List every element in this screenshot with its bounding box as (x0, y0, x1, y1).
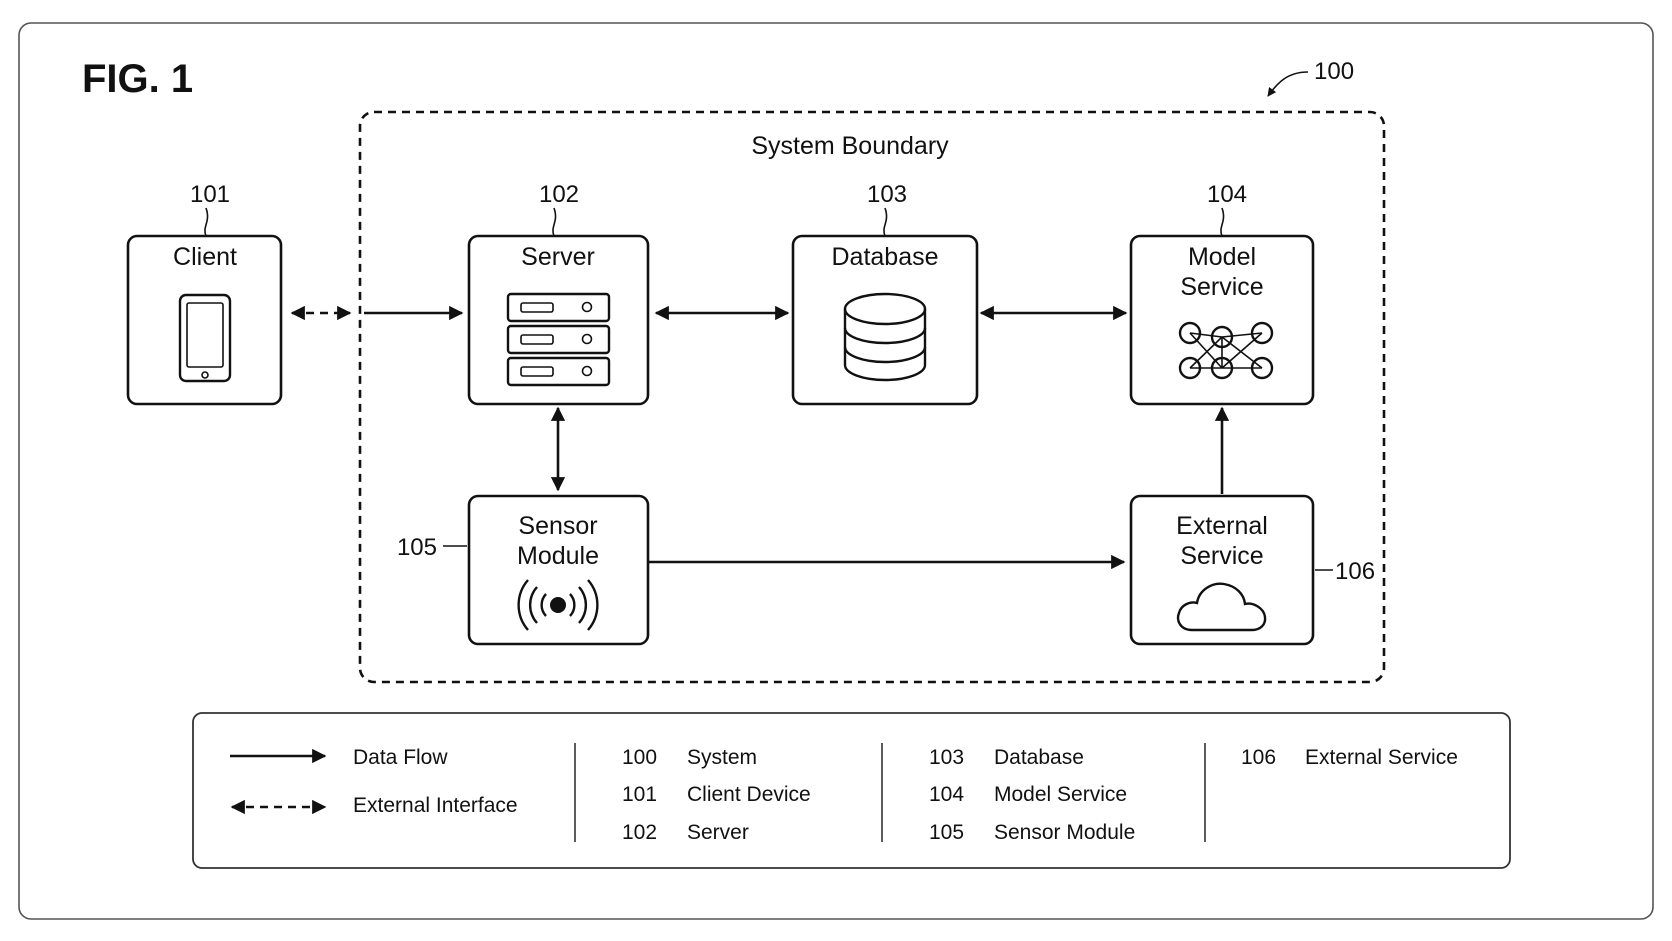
model-service-label-line1: Model (1188, 243, 1256, 271)
database-ref-leader (883, 207, 888, 237)
external-service-ref: 106 (1335, 558, 1375, 585)
legend-ref-num: 103 (929, 746, 964, 769)
database-cylinder-icon (843, 292, 927, 382)
sensor-module-label-line2: Module (517, 542, 599, 570)
figure-title: FIG. 1 (82, 57, 193, 101)
legend-ref-label: Model Service (994, 783, 1127, 806)
legend-external-interface-label: External Interface (353, 794, 518, 817)
system-boundary (358, 110, 1386, 684)
smartphone-icon (178, 293, 232, 383)
sensor-module-label-line1: Sensor (518, 512, 597, 540)
server-node: Server (467, 234, 650, 406)
system-ref-arrow (1267, 71, 1309, 97)
database-node: Database (791, 234, 979, 406)
external-service-label-line2: Service (1180, 542, 1263, 570)
legend-ref-label: Database (994, 746, 1084, 769)
legend-ref-num: 100 (622, 746, 657, 769)
legend-ref-label: External Service (1305, 746, 1458, 769)
legend-ref-num: 105 (929, 821, 964, 844)
legend-ref-num: 106 (1241, 746, 1276, 769)
outer-frame (18, 22, 1654, 920)
sensor-module-node: Sensor Module (467, 494, 650, 646)
legend-data-flow-label: Data Flow (353, 746, 448, 769)
model-service-ref-leader (1220, 207, 1225, 237)
legend-ref-label: Server (687, 821, 749, 844)
cloud-icon (1176, 582, 1267, 632)
wireless-sensor-icon (517, 579, 599, 631)
model-service-ref: 104 (1207, 181, 1247, 208)
legend-ref-num: 101 (622, 783, 657, 806)
external-service-label-line1: External (1176, 512, 1268, 540)
server-label: Server (521, 243, 595, 271)
external-service-node: External Service (1129, 494, 1315, 646)
client-ref: 101 (190, 181, 230, 208)
legend-ref-label: System (687, 746, 757, 769)
system-ref-label: 100 (1314, 58, 1354, 85)
system-boundary-label: System Boundary (751, 132, 949, 160)
client-node: Client (126, 234, 283, 406)
server-ref-leader (552, 207, 557, 237)
legend: Data Flow External Interface 100 System … (192, 712, 1511, 869)
database-label: Database (831, 243, 938, 271)
database-ref: 103 (867, 181, 907, 208)
legend-ref-num: 104 (929, 783, 964, 806)
sensor-module-ref: 105 (397, 534, 437, 561)
server-rack-icon (506, 292, 611, 387)
legend-ref-label: Client Device (687, 783, 811, 806)
client-ref-leader (204, 207, 209, 237)
model-service-label-line2: Service (1180, 273, 1263, 301)
model-service-node: Model Service (1129, 234, 1315, 406)
legend-ref-num: 102 (622, 821, 657, 844)
client-label: Client (173, 243, 237, 271)
neural-network-icon (1178, 321, 1274, 380)
server-ref: 102 (539, 181, 579, 208)
legend-ref-label: Sensor Module (994, 821, 1135, 844)
